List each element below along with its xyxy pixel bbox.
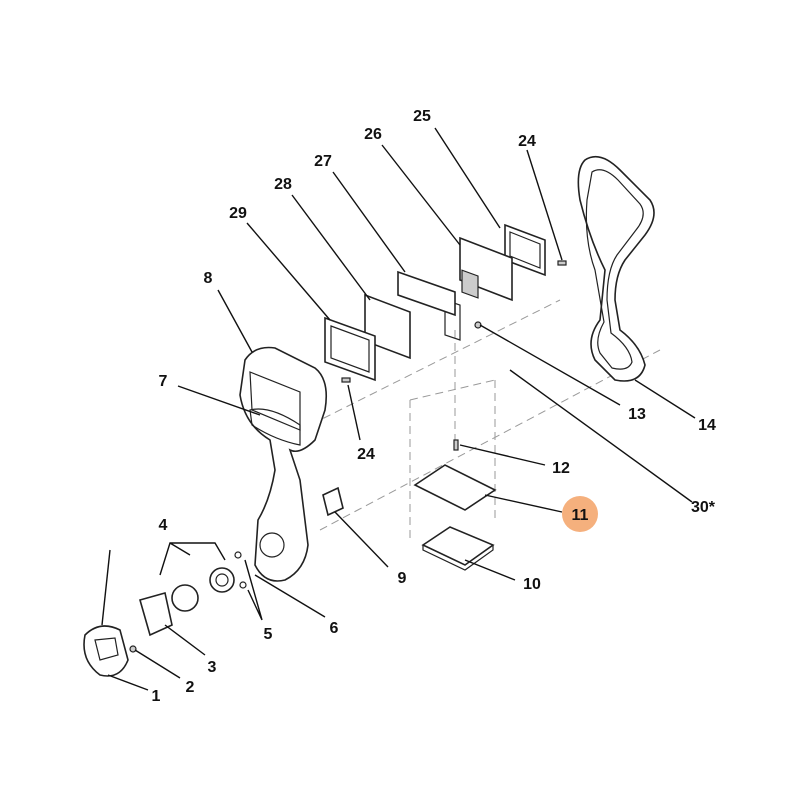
callout-25: 25 [413,108,431,125]
callout-28: 28 [274,176,292,193]
part-8-housing [239,346,328,582]
callout-10: 10 [523,576,541,593]
part-11-sheet [413,464,497,511]
leader-lines [107,127,696,691]
part-3-cap [139,592,173,637]
callout-6: 6 [330,620,339,637]
callout-14: 14 [698,417,716,434]
callout-8: 8 [204,270,213,287]
part-25-lens [504,223,546,277]
part-4-disc [171,584,199,612]
part-14-gasket [577,155,655,382]
part-7-keypad [249,408,301,446]
callout-11-highlight [562,496,598,532]
part-4-disc-b [209,567,235,593]
callout-24-lower: 24 [357,446,375,463]
callout-13: 13 [628,406,646,423]
part-12-pin [453,439,459,451]
part-29-window [324,316,376,382]
part-1-strap-cord [101,549,111,626]
callout-7: 7 [159,373,168,390]
callout-2: 2 [186,679,195,696]
part-28-display [364,293,411,360]
part-5-washer [234,551,242,559]
callout-9: 9 [398,570,407,587]
assembly-guides [299,299,661,540]
part-10-pad [421,526,495,566]
callout-26: 26 [364,126,382,143]
part-27-bracket [397,270,456,317]
callout-24: 24 [518,133,536,150]
part-2-screw [129,645,137,653]
callout-4: 4 [159,517,168,534]
callout-30: 30* [691,499,716,516]
callout-11: 11 [572,507,589,524]
part-9-clip [322,486,344,517]
callout-27: 27 [314,153,332,170]
part-24-screw-b [341,377,351,383]
part-24-screw-a [557,260,567,266]
callout-1: 1 [152,688,161,705]
callout-3: 3 [208,659,217,676]
callout-12: 12 [552,460,570,477]
callout-labels: 25 24 26 27 28 29 8 7 24 13 14 12 11 30*… [152,108,716,705]
part-1-strap [83,625,129,677]
callout-5: 5 [264,626,273,643]
callout-29: 29 [229,205,247,222]
